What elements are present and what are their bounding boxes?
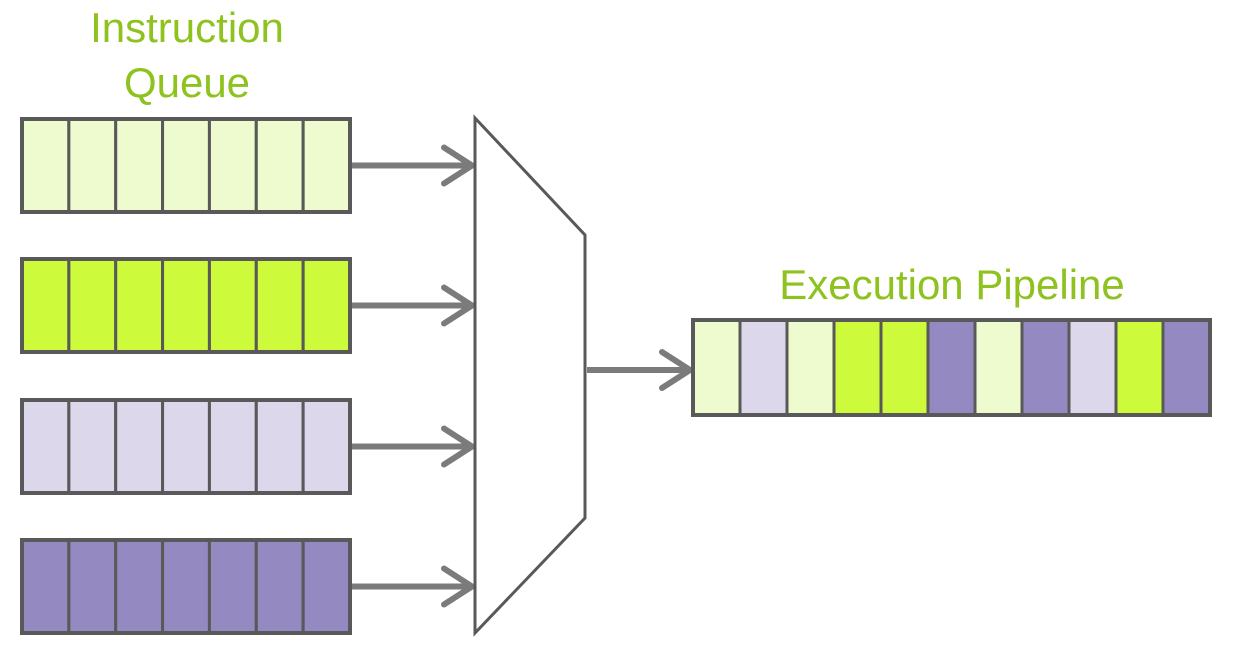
queue-3 (20, 398, 352, 495)
queue-slot (67, 538, 118, 635)
queue-slot (301, 398, 352, 495)
queue-slot (161, 398, 211, 495)
queue-border (20, 257, 352, 354)
queue-slot (254, 398, 305, 495)
queue-arrow-1 (352, 144, 478, 187)
pipeline-border (691, 318, 1212, 417)
queue-title-line2: Queue (124, 59, 250, 106)
queue-slot (67, 117, 118, 214)
queue-slot (207, 538, 258, 635)
pipeline-slot (691, 318, 742, 417)
execution-pipeline (691, 318, 1212, 417)
pipeline-slot (738, 318, 789, 417)
queue-slot (161, 538, 211, 635)
pipeline-title: Execution Pipeline (779, 261, 1125, 308)
pipeline-slot (832, 318, 883, 417)
queue-slot (254, 538, 305, 635)
queue-slot (301, 538, 352, 635)
multiplexer (473, 114, 587, 637)
queue-slot (254, 257, 305, 354)
mux-arrow (587, 349, 696, 391)
queue-border (20, 398, 352, 495)
queue-slot (161, 117, 211, 214)
queue-2 (20, 257, 352, 354)
queue-slot (114, 398, 165, 495)
queue-slot (20, 117, 71, 214)
mux-output-arrow (587, 349, 696, 391)
queue-slot (207, 398, 258, 495)
pipeline-slot (1114, 318, 1165, 417)
queue-slot (161, 257, 211, 354)
pipeline-slot (1067, 318, 1118, 417)
queue-slot (114, 538, 165, 635)
queue-slot (207, 117, 258, 214)
queue-slot (207, 257, 258, 354)
queue-arrow-2 (352, 284, 478, 327)
queue-title-line1: Instruction (90, 4, 284, 51)
queue-slot (20, 398, 71, 495)
pipeline-slot (879, 318, 930, 417)
queue-arrows (352, 144, 478, 608)
pipeline-slot (1020, 318, 1071, 417)
queue-slot (301, 257, 352, 354)
queue-slot (20, 538, 71, 635)
queue-slot (20, 257, 71, 354)
queue-slot (67, 257, 118, 354)
pipeline-slot (785, 318, 836, 417)
instruction-queues (20, 117, 352, 635)
queue-4 (20, 538, 352, 635)
queue-1 (20, 117, 352, 214)
queue-border (20, 538, 352, 635)
queue-border (20, 117, 352, 214)
queue-arrow-4 (352, 565, 478, 608)
queue-slot (114, 117, 165, 214)
queue-slot (301, 117, 352, 214)
queue-slot (67, 398, 118, 495)
queue-slot (114, 257, 165, 354)
pipeline-slot (926, 318, 977, 417)
queue-arrow-3 (352, 425, 478, 468)
queue-slot (254, 117, 305, 214)
pipeline-slot (973, 318, 1024, 417)
pipeline-slot (1161, 318, 1212, 417)
